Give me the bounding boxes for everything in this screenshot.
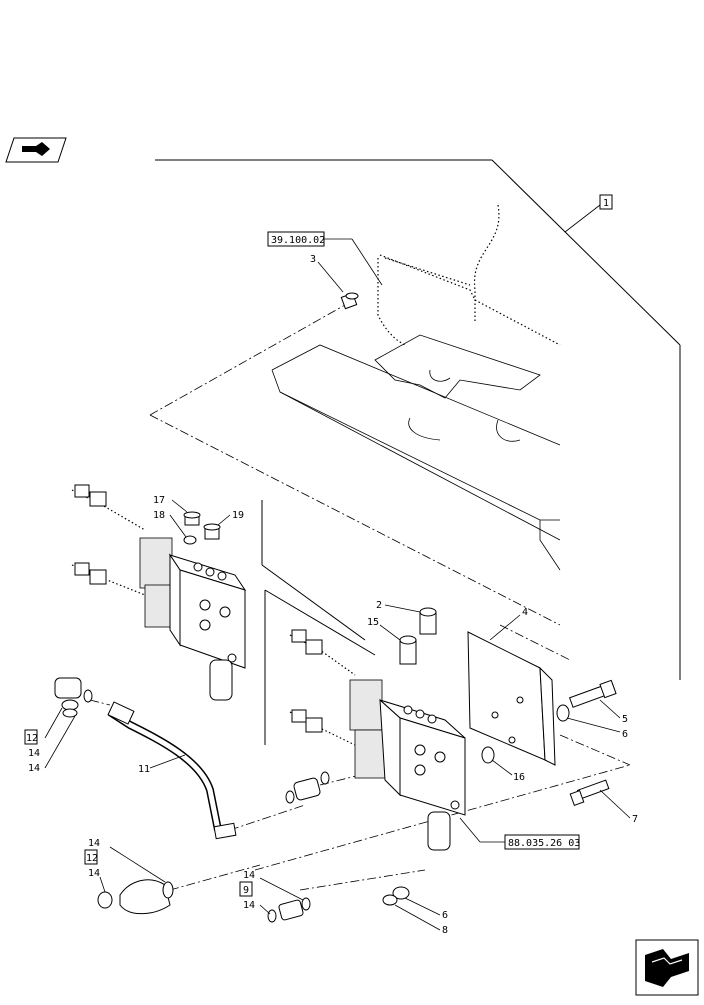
callout-18: 18 <box>153 510 165 521</box>
elbow-fitting-12-top <box>44 677 93 769</box>
callout-1-label: 1 <box>603 198 609 209</box>
callout-4: 4 <box>522 607 528 618</box>
fitting-9 <box>259 877 311 923</box>
washer-6-bottom <box>392 886 441 916</box>
callout-9-label: 9 <box>243 885 249 896</box>
callout-17: 17 <box>153 495 165 506</box>
callout-14-b: 14 <box>28 763 40 774</box>
fitting-2 <box>384 604 437 635</box>
elbow-fitting-12-bottom <box>97 846 174 915</box>
callout-8: 8 <box>442 925 448 936</box>
next-page-arrow-icon[interactable] <box>635 939 699 996</box>
callout-14-e: 14 <box>243 870 255 881</box>
reference-39-100-02[interactable]: 39.100.02 <box>267 231 383 286</box>
callout-14-c: 14 <box>88 838 100 849</box>
nut-8 <box>382 894 441 931</box>
right-valve-block <box>264 589 466 851</box>
washer-16 <box>481 746 513 776</box>
callout-12-bottom: 12 <box>84 849 98 865</box>
plug-17 <box>171 499 201 526</box>
bolt-7 <box>569 779 631 819</box>
fitting-15 <box>379 624 417 665</box>
callout-14-d: 14 <box>88 868 100 879</box>
hose-11 <box>107 701 237 840</box>
washer-6-top <box>556 704 621 733</box>
callout-15: 15 <box>367 617 379 628</box>
callout-16: 16 <box>513 772 525 783</box>
plug-19 <box>203 514 231 540</box>
callout-6-top: 6 <box>622 729 628 740</box>
reference-39-100-02-label: 39.100.02 <box>271 235 325 246</box>
callout-14-f: 14 <box>243 900 255 911</box>
reference-88-035-26-03-label: 88.035.26 03 <box>508 838 580 849</box>
callout-5: 5 <box>622 714 628 725</box>
bolt-5 <box>568 679 621 719</box>
reference-88-035-26-03[interactable]: 88.035.26 03 <box>459 817 580 850</box>
callout-12-bottom-label: 12 <box>86 853 98 864</box>
callout-1: 1 <box>599 194 613 210</box>
book-hand-icon[interactable] <box>5 137 67 163</box>
callout-7: 7 <box>632 814 638 825</box>
left-valve-block <box>71 484 366 701</box>
cab-floor-panel <box>271 204 561 571</box>
callout-6-bottom: 6 <box>442 910 448 921</box>
callout-3: 3 <box>310 254 316 265</box>
callout-9: 9 <box>239 881 253 897</box>
bracket-4 <box>467 614 556 766</box>
assembly-outline <box>155 159 681 680</box>
callout-11: 11 <box>138 764 150 775</box>
coupling-fitting <box>285 771 330 804</box>
callout-14-a: 14 <box>28 748 40 759</box>
callout-19: 19 <box>232 510 244 521</box>
callout-12-top-label: 12 <box>26 733 38 744</box>
seal-18 <box>169 514 197 545</box>
part-3-bushing <box>317 261 359 310</box>
callout-2: 2 <box>376 600 382 611</box>
callout-12-top: 12 <box>24 729 38 745</box>
